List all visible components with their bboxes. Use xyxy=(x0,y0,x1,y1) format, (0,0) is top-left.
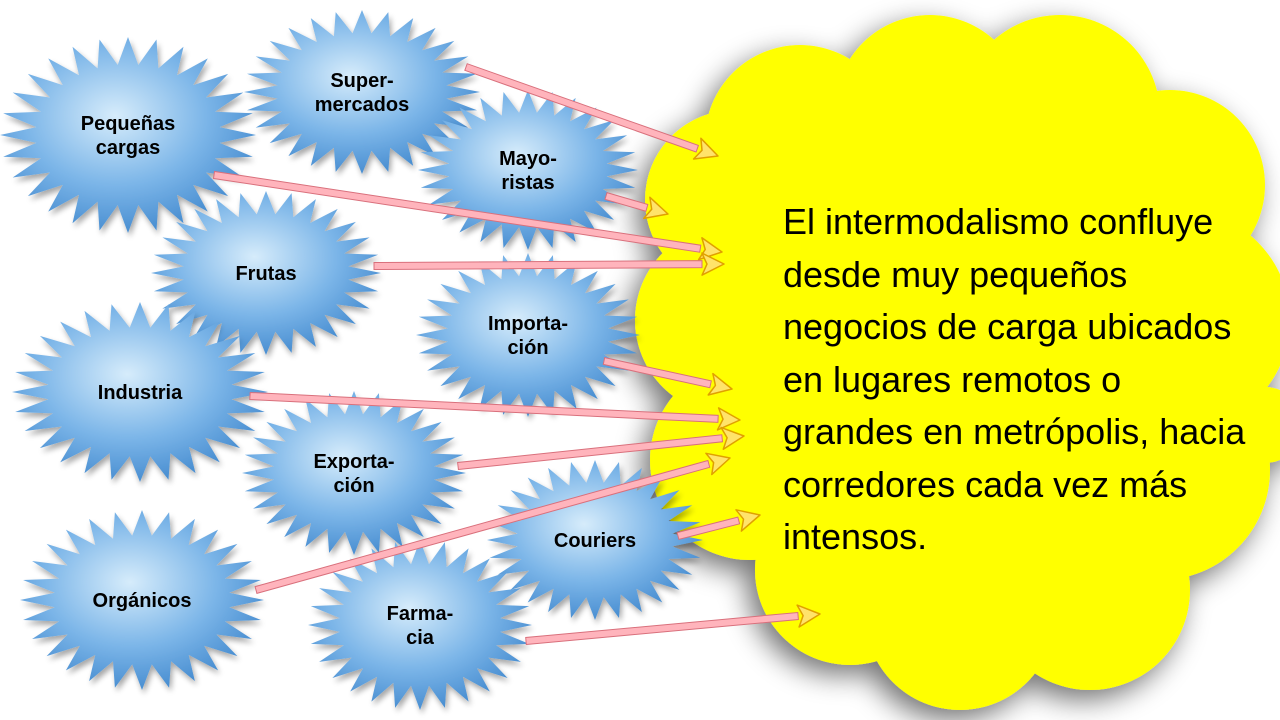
node-label: Industria xyxy=(98,382,183,404)
arrows xyxy=(212,63,821,646)
arrow-shaft xyxy=(604,191,649,212)
arrow-shaft xyxy=(525,611,799,646)
arrow-head xyxy=(707,372,733,396)
node-couriers: Couriers xyxy=(487,460,703,620)
arrow-head xyxy=(796,604,821,628)
node-star-shape xyxy=(244,10,480,174)
arrow-mayoristas xyxy=(604,191,669,220)
node-mayoristas: Mayo-ristas xyxy=(418,90,638,250)
node-label: Importa- xyxy=(488,313,568,335)
node-label: ción xyxy=(333,475,374,497)
arrow-shaft xyxy=(254,459,711,595)
node-supermercados: Super-mercados xyxy=(244,10,480,174)
arrow-shaft xyxy=(464,63,700,153)
arrow-head xyxy=(735,509,761,532)
arrow-frutas xyxy=(373,252,725,276)
node-farmacia: Farma-cia xyxy=(308,540,532,710)
arrow-head xyxy=(720,426,745,450)
node-label: Super- xyxy=(330,70,393,92)
arrow-shaft xyxy=(676,516,741,541)
cloud-callout xyxy=(635,15,1280,710)
node-label: Orgánicos xyxy=(93,590,192,612)
arrow-shaft xyxy=(212,170,702,253)
node-importacion: Importa-ción xyxy=(416,253,640,417)
arrow-head xyxy=(701,252,725,276)
node-star-shape xyxy=(308,540,532,710)
arrow-head xyxy=(692,137,719,160)
arrow-head xyxy=(643,196,669,220)
node-label: Frutas xyxy=(235,263,296,285)
node-label: mercados xyxy=(315,94,410,116)
node-star-shape xyxy=(487,460,703,620)
arrow-shaft xyxy=(373,260,703,271)
arrow-couriers xyxy=(676,509,761,541)
node-label: Mayo- xyxy=(499,148,557,170)
node-frutas: Frutas xyxy=(151,191,381,355)
arrow-head xyxy=(716,407,741,431)
node-star-shape xyxy=(0,37,256,233)
arrow-shaft xyxy=(249,391,719,423)
node-exportacion: Exporta-ción xyxy=(242,391,466,555)
node-label: Farma- xyxy=(387,603,454,625)
arrow-exportacion xyxy=(457,426,745,471)
node-label: cargas xyxy=(96,137,161,159)
cloud-text: El intermodalismo confluye desde muy peq… xyxy=(783,201,1246,557)
node-label: cia xyxy=(406,627,435,649)
arrow-head xyxy=(705,452,731,476)
arrow-importacion xyxy=(602,357,733,396)
node-industria: Industria xyxy=(12,302,268,482)
node-star-shape xyxy=(418,90,638,250)
node-star-shape xyxy=(151,191,381,355)
node-star-shape xyxy=(20,510,264,690)
node-label: ristas xyxy=(501,172,554,194)
node-star-shape xyxy=(12,302,268,482)
arrow-shaft xyxy=(602,357,712,389)
node-label: ción xyxy=(507,337,548,359)
node-label: Pequeñas xyxy=(81,113,175,135)
arrow-industria xyxy=(249,391,741,431)
node-star-shape xyxy=(242,391,466,555)
node-stars: PequeñascargasSuper-mercadosMayo-ristasF… xyxy=(0,10,703,710)
arrow-shaft xyxy=(457,434,724,471)
arrow-farmacia xyxy=(525,604,821,646)
arrow-organicos xyxy=(254,452,731,595)
node-organicos: Orgánicos xyxy=(20,510,264,690)
node-star-shape xyxy=(416,253,640,417)
arrow-supermercados xyxy=(464,63,719,160)
node-label: Couriers xyxy=(554,530,636,552)
node-label: Exporta- xyxy=(313,451,394,473)
